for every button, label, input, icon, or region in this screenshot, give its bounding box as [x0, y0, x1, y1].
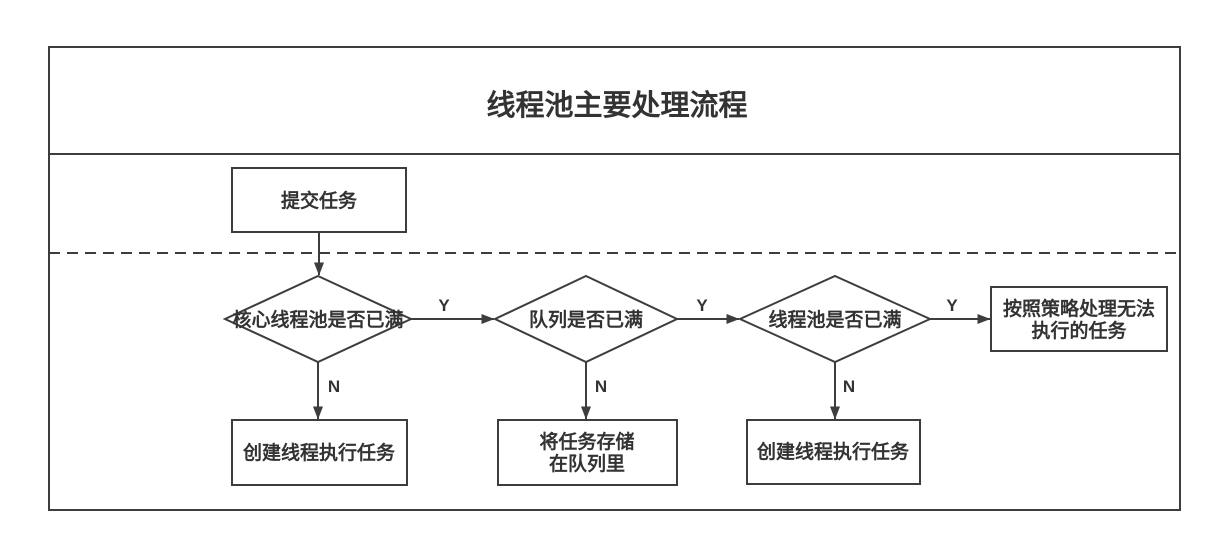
process-node-create-thread-1: 创建线程执行任务 — [231, 419, 408, 486]
create-thread-2-label: 创建线程执行任务 — [756, 440, 910, 463]
process-node-policy-handle: 按照策略处理无法 执行的任务 — [990, 286, 1168, 352]
queue-full-label: 队列是否已满 — [529, 308, 643, 331]
core-pool-full-diamond — [222, 274, 414, 364]
create-thread-1-label: 创建线程执行任务 — [242, 441, 396, 464]
submit-task-box — [231, 167, 407, 233]
policy-handle-label-line1: 按照策略处理无法 — [1003, 297, 1155, 320]
edge-label-yes-2: Y — [696, 296, 708, 315]
process-node-create-thread-2: 创建线程执行任务 — [746, 419, 921, 485]
policy-handle-box — [990, 286, 1168, 352]
store-in-queue-label-line1: 将任务存储 — [539, 430, 634, 453]
diagram-frame — [48, 46, 1181, 511]
create-thread-1-box — [231, 419, 408, 486]
queue-full-diamond — [492, 274, 680, 364]
diagram-title: 线程池主要处理流程 — [486, 89, 747, 122]
core-pool-full-label: 核心线程池是否已满 — [232, 308, 403, 331]
edge-label-yes-1: Y — [438, 296, 450, 315]
create-thread-2-box — [746, 419, 921, 485]
edge-label-yes-3: Y — [946, 296, 958, 315]
process-node-store-in-queue: 将任务存储 在队列里 — [497, 419, 678, 486]
submit-task-label: 提交任务 — [281, 189, 358, 212]
pool-full-diamond — [737, 274, 933, 364]
edge-label-no-3: N — [843, 377, 855, 396]
policy-handle-label-line2: 执行的任务 — [1031, 319, 1127, 342]
pool-full-label: 线程池是否已满 — [768, 308, 901, 331]
edge-label-no-1: N — [328, 377, 340, 396]
decision-node-pool-full: 线程池是否已满 — [737, 274, 933, 364]
store-in-queue-box — [497, 419, 678, 486]
process-node-submit-task: 提交任务 — [231, 167, 407, 233]
decision-node-core-pool-full: 核心线程池是否已满 — [222, 274, 414, 364]
decision-node-queue-full: 队列是否已满 — [492, 274, 680, 364]
store-in-queue-label-line2: 在队列里 — [549, 452, 625, 475]
edge-label-no-2: N — [595, 377, 607, 396]
